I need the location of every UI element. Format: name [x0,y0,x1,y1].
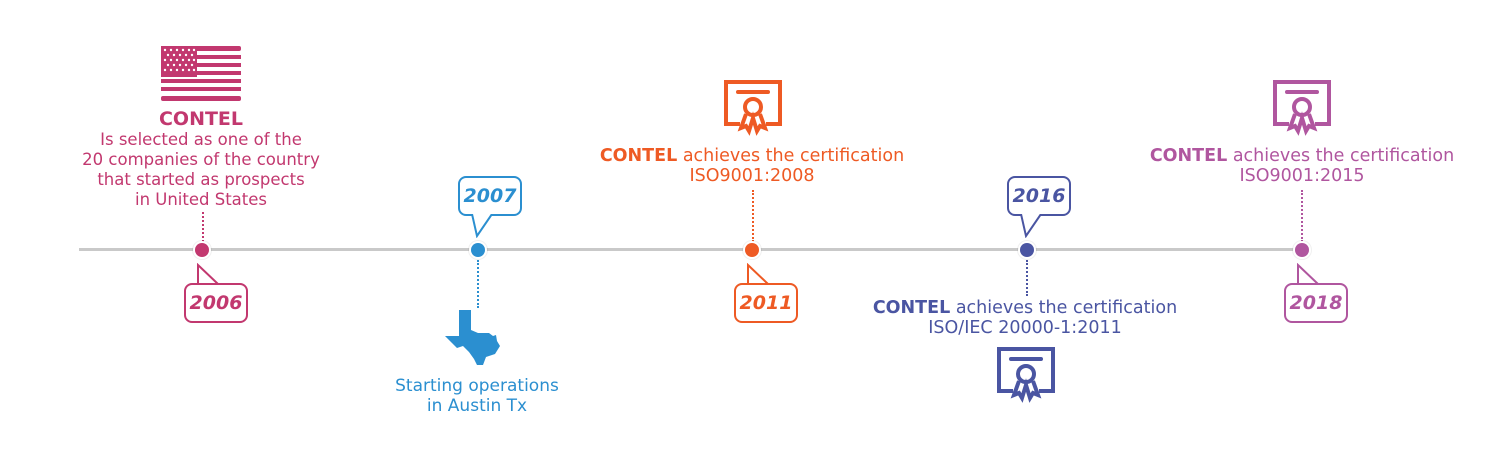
connector-line [752,190,754,242]
certificate-icon [997,347,1055,403]
year-badge: 2007 [458,176,522,216]
event-title: CONTEL [158,108,244,130]
event-desc-line: Starting operations [395,376,559,396]
certificate-icon [724,80,782,136]
brand-name: CONTEL [599,146,678,166]
connector-line [477,260,479,308]
event-desc-line: that started as prospects [97,170,305,189]
year-badge: 2018 [1284,283,1348,323]
timeline-marker-2007[interactable] [471,243,485,257]
event-desc: achieves the certification [682,146,905,166]
event-desc-line: 20 companies of the country [82,150,320,169]
event-desc-line: in Austin Tx [426,396,528,416]
bubble-tail [197,263,219,285]
connector-line [202,212,204,242]
year-badge: 2016 [1007,176,1071,216]
bubble-tail [1297,263,1319,285]
bubble-tail [747,263,769,285]
certification-name: ISO9001:2008 [689,166,815,186]
event-desc: achieves the certification [1232,146,1455,166]
year-badge: 2011 [734,283,798,323]
event-desc-line: in United States [134,190,268,209]
connector-line [1026,260,1028,296]
connector-line [1301,190,1303,242]
year-badge: 2006 [184,283,248,323]
texas-map-icon [445,310,500,365]
timeline-marker-2018[interactable] [1295,243,1309,257]
certification-name: ISO9001:2015 [1239,166,1365,186]
brand-name: CONTEL [872,298,951,318]
certificate-icon [1273,80,1331,136]
timeline-marker-2006[interactable] [195,243,209,257]
timeline-marker-2011[interactable] [745,243,759,257]
timeline-marker-2016[interactable] [1020,243,1034,257]
bubble-tail [1020,214,1042,238]
brand-name: CONTEL [1149,146,1228,166]
event-desc: achieves the certification [955,298,1178,318]
us-flag-icon [161,46,241,101]
event-desc-line: Is selected as one of the [100,130,302,149]
timeline-axis [79,248,1302,251]
certification-name: ISO/IEC 20000-1:2011 [928,318,1122,338]
bubble-tail [471,214,493,238]
